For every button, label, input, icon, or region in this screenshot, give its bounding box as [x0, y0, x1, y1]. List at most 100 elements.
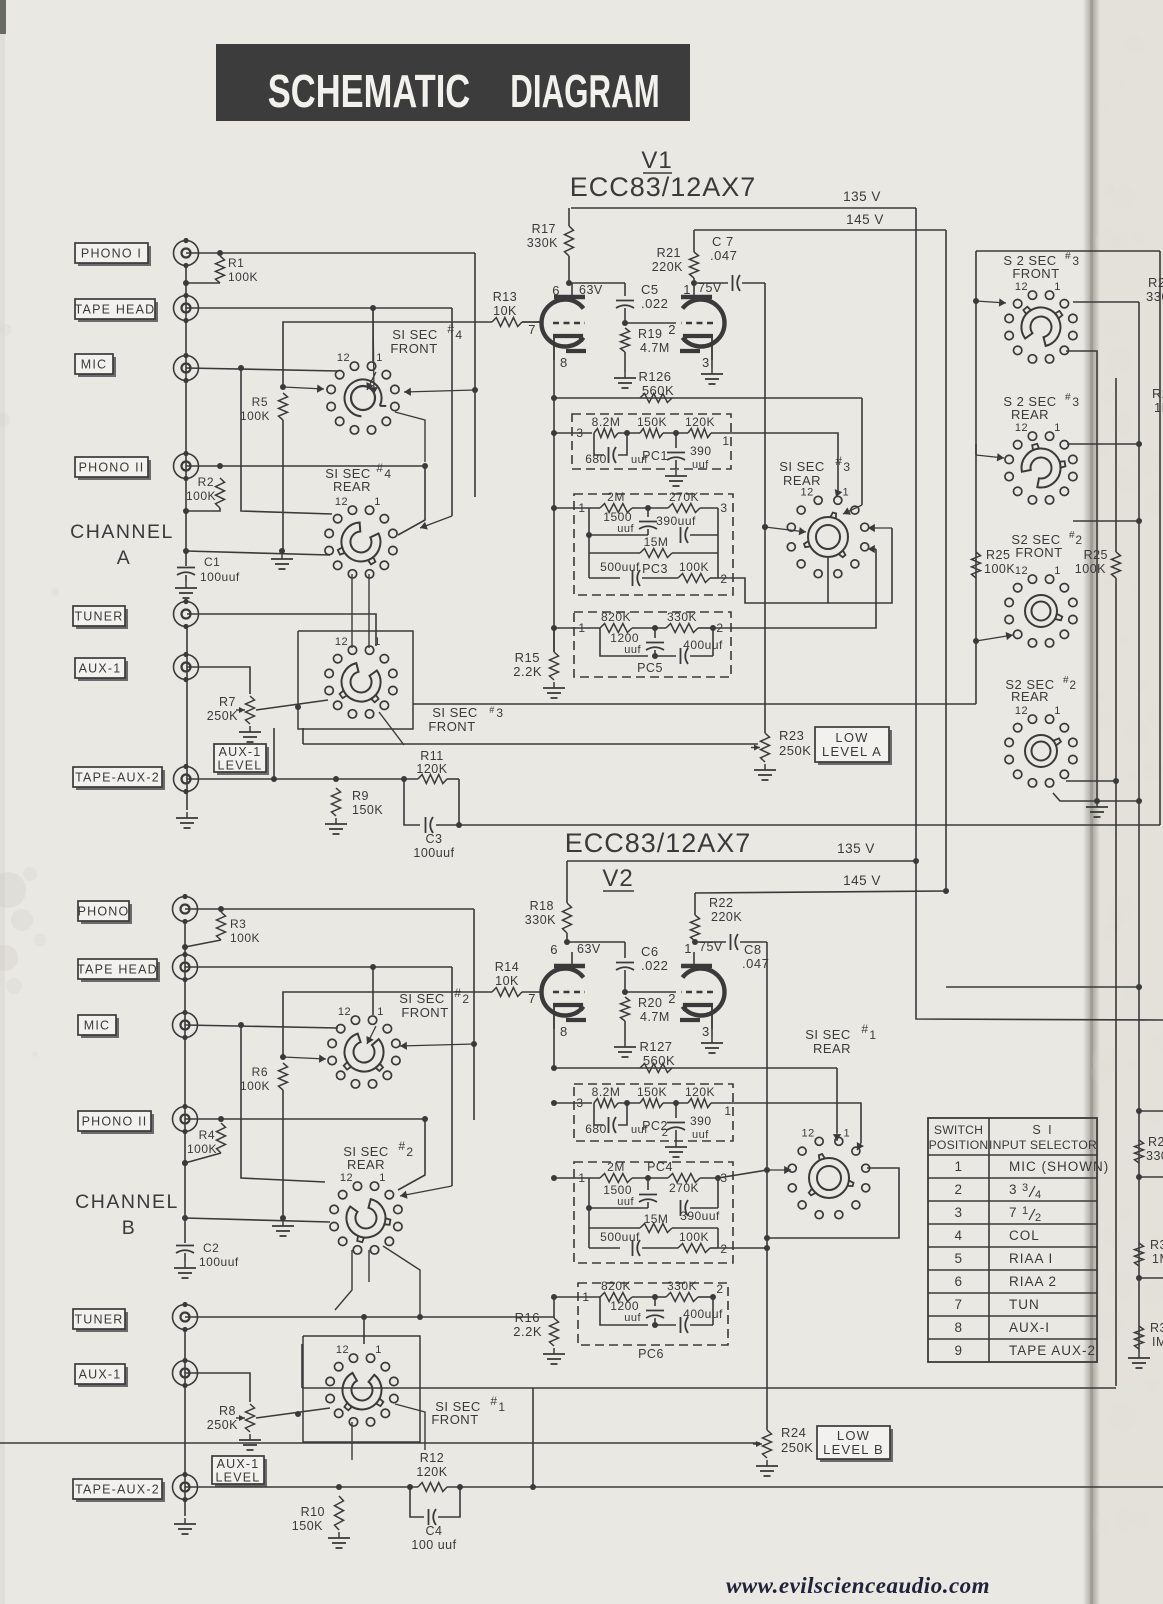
svg-text:R3: R3 — [230, 917, 246, 931]
svg-text:R24: R24 — [781, 1425, 806, 1440]
svg-text:R18: R18 — [530, 899, 554, 913]
svg-text:LEVEL A: LEVEL A — [822, 744, 882, 759]
svg-text:LEVEL B: LEVEL B — [823, 1442, 884, 1457]
svg-text:330K: 330K — [667, 1279, 697, 1293]
svg-text:uuf: uuf — [692, 459, 709, 471]
svg-text:R28: R28 — [1148, 1135, 1163, 1149]
svg-text:REAR: REAR — [1011, 407, 1049, 422]
svg-text:2.2K: 2.2K — [513, 1324, 542, 1339]
svg-text:#: # — [454, 986, 461, 1000]
svg-text:R22: R22 — [709, 896, 733, 910]
svg-text:SI SEC: SI SEC — [325, 466, 371, 481]
svg-text:3: 3 — [1009, 1182, 1017, 1197]
svg-text:2: 2 — [1069, 678, 1076, 692]
svg-text:AUX-1: AUX-1 — [79, 662, 122, 676]
svg-text:330K: 330K — [667, 610, 697, 624]
svg-text:150K: 150K — [637, 415, 667, 429]
svg-text:REAR: REAR — [783, 473, 821, 488]
svg-text:uuf: uuf — [631, 1124, 648, 1136]
svg-text:680: 680 — [585, 1122, 607, 1136]
svg-text:100uuf: 100uuf — [413, 846, 454, 860]
svg-text:1: 1 — [683, 282, 691, 297]
svg-text:560K: 560K — [643, 1053, 675, 1068]
svg-text:100K: 100K — [186, 489, 216, 503]
svg-text:uuf: uuf — [617, 1196, 634, 1208]
svg-text:PHONO: PHONO — [78, 905, 130, 919]
svg-text:R17: R17 — [532, 222, 556, 236]
svg-text:LEVEL: LEVEL — [216, 1470, 261, 1484]
svg-text:100uuf: 100uuf — [199, 1255, 239, 1269]
svg-text:R6: R6 — [252, 1065, 268, 1079]
svg-text:100K: 100K — [240, 409, 270, 423]
svg-text:FRONT: FRONT — [390, 341, 437, 356]
svg-text:www.evilscienceaudio.com: www.evilscienceaudio.com — [726, 1573, 990, 1598]
svg-text:#: # — [1065, 251, 1071, 262]
svg-text:6: 6 — [954, 1274, 962, 1289]
svg-text:R25: R25 — [986, 548, 1010, 562]
svg-text:LEVEL: LEVEL — [218, 758, 263, 772]
svg-text:1: 1 — [724, 1104, 731, 1118]
svg-text:REAR: REAR — [813, 1041, 851, 1056]
svg-text:S 2 SEC: S 2 SEC — [1003, 394, 1056, 409]
svg-text:270K: 270K — [669, 490, 699, 504]
svg-text:1: 1 — [684, 941, 692, 956]
svg-text:390: 390 — [690, 1114, 712, 1128]
svg-text:1: 1 — [578, 621, 585, 635]
svg-text:1: 1 — [582, 1290, 589, 1304]
svg-text:ECC83/12AX7: ECC83/12AX7 — [570, 172, 757, 202]
svg-text:12: 12 — [1015, 565, 1028, 577]
svg-text:PC3: PC3 — [642, 562, 668, 576]
svg-text:LOW: LOW — [837, 1428, 870, 1443]
svg-text:2: 2 — [668, 322, 676, 337]
svg-text:R20: R20 — [638, 996, 662, 1010]
svg-text:INPUT SELECTOR: INPUT SELECTOR — [989, 1138, 1097, 1152]
svg-text:C1: C1 — [204, 555, 220, 569]
svg-text:12: 12 — [1015, 422, 1028, 434]
svg-text:330K: 330K — [527, 236, 558, 250]
svg-text:500uuf: 500uuf — [600, 560, 640, 574]
svg-text:1: 1 — [843, 486, 850, 498]
svg-text:3: 3 — [576, 1096, 583, 1110]
svg-text:1: 1 — [379, 1172, 386, 1184]
svg-text:R13: R13 — [493, 290, 517, 304]
svg-text:7: 7 — [954, 1297, 962, 1312]
svg-text:S2 SEC: S2 SEC — [1011, 532, 1060, 547]
svg-text:10K: 10K — [493, 304, 517, 318]
svg-text:2: 2 — [406, 1145, 413, 1159]
svg-text:R3: R3 — [1150, 1238, 1163, 1252]
svg-text:250K: 250K — [207, 1418, 238, 1432]
svg-text:S I: S I — [1032, 1123, 1053, 1137]
svg-text:145 V: 145 V — [846, 212, 884, 227]
svg-text:POSITION: POSITION — [929, 1138, 989, 1152]
svg-text:ECC83/12AX7: ECC83/12AX7 — [565, 828, 752, 858]
svg-text:3: 3 — [1072, 254, 1079, 268]
svg-text:100K: 100K — [984, 562, 1015, 576]
svg-text:1: 1 — [377, 1006, 384, 1018]
svg-text:uuf: uuf — [631, 454, 648, 466]
svg-text:145 V: 145 V — [843, 873, 881, 888]
svg-text:1: 1 — [498, 1400, 505, 1414]
svg-text:75V: 75V — [698, 281, 722, 295]
svg-text:FRONT: FRONT — [1015, 545, 1062, 560]
svg-text:SCHEMATIC: SCHEMATIC — [268, 65, 470, 117]
svg-text:FRONT: FRONT — [428, 719, 475, 734]
svg-text:390: 390 — [690, 444, 712, 458]
svg-text:C 7: C 7 — [712, 234, 734, 249]
svg-text:MIC (SHOWN): MIC (SHOWN) — [1009, 1159, 1109, 1174]
svg-text:390uuf: 390uuf — [656, 514, 696, 528]
svg-text:TUNER: TUNER — [74, 1313, 123, 1327]
svg-text:FRONT: FRONT — [1012, 266, 1059, 281]
svg-text:R14: R14 — [495, 960, 519, 974]
svg-text:1500: 1500 — [603, 510, 632, 524]
svg-text:MIC: MIC — [81, 358, 108, 372]
svg-text:3: 3 — [954, 1205, 962, 1220]
svg-text:12: 12 — [801, 486, 814, 498]
svg-text:15M: 15M — [644, 1212, 669, 1226]
svg-text:R126: R126 — [638, 369, 671, 384]
svg-text:.022: .022 — [641, 296, 668, 311]
svg-text:100K: 100K — [679, 560, 709, 574]
svg-text:100uuf: 100uuf — [200, 570, 240, 584]
svg-text:100K: 100K — [187, 1142, 217, 1156]
svg-text:3: 3 — [496, 706, 503, 720]
svg-text:12: 12 — [1015, 281, 1028, 293]
